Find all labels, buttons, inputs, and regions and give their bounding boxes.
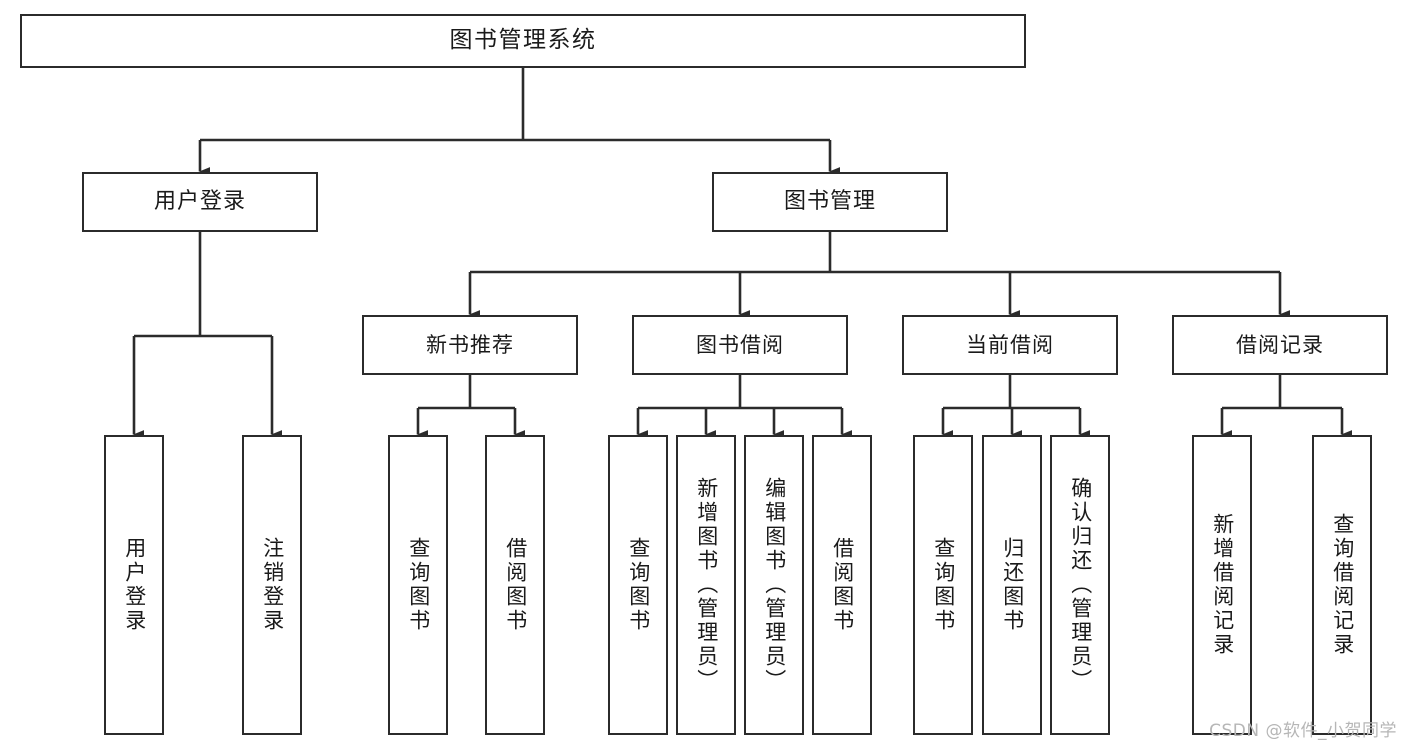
node-label: 新书推荐 (426, 332, 514, 357)
node-label: 查询借阅记录 (1330, 513, 1355, 657)
node-label: 注销登录 (260, 537, 285, 633)
node-label: 借阅图书 (830, 537, 855, 633)
watermark-label: CSDN @软件_小贺同学 (1209, 721, 1397, 741)
node-leaf-query-rec[interactable]: 查询借阅记录 (1312, 435, 1372, 735)
node-leaf-confirm[interactable]: 确认归还（管理员） (1050, 435, 1110, 735)
node-label: 查询图书 (406, 537, 431, 633)
node-label: 借阅图书 (503, 537, 528, 633)
node-leaf-add-book[interactable]: 新增图书（管理员） (676, 435, 736, 735)
node-borrow-record[interactable]: 借阅记录 (1172, 315, 1388, 375)
node-leaf-return[interactable]: 归还图书 (982, 435, 1042, 735)
node-label: 用户登录 (122, 537, 147, 633)
node-leaf-query-1[interactable]: 查询图书 (388, 435, 448, 735)
node-leaf-logout[interactable]: 注销登录 (242, 435, 302, 735)
node-leaf-edit-book[interactable]: 编辑图书（管理员） (744, 435, 804, 735)
node-label: 当前借阅 (966, 332, 1054, 357)
node-leaf-query-3[interactable]: 查询图书 (913, 435, 973, 735)
node-label: 新增借阅记录 (1210, 513, 1235, 657)
node-leaf-user-login[interactable]: 用户登录 (104, 435, 164, 735)
node-current-borrow[interactable]: 当前借阅 (902, 315, 1118, 375)
node-user-login[interactable]: 用户登录 (82, 172, 318, 232)
node-book-borrow[interactable]: 图书借阅 (632, 315, 848, 375)
node-label: 查询图书 (626, 537, 651, 633)
node-label: 用户登录 (153, 189, 246, 215)
node-new-book-rec[interactable]: 新书推荐 (362, 315, 578, 375)
node-root[interactable]: 图书管理系统 (20, 14, 1026, 68)
node-label: 编辑图书（管理员） (762, 477, 787, 693)
node-label: 图书借阅 (696, 332, 784, 357)
node-label: 新增图书（管理员） (694, 477, 719, 693)
node-label: 借阅记录 (1236, 332, 1324, 357)
node-label: 查询图书 (931, 537, 956, 633)
node-label: 图书管理 (783, 189, 876, 215)
node-label: 归还图书 (1000, 537, 1025, 633)
node-label: 确认归还（管理员） (1068, 477, 1093, 693)
node-book-manage[interactable]: 图书管理 (712, 172, 948, 232)
node-leaf-add-rec[interactable]: 新增借阅记录 (1192, 435, 1252, 735)
node-leaf-borrow-2[interactable]: 借阅图书 (812, 435, 872, 735)
node-leaf-borrow-1[interactable]: 借阅图书 (485, 435, 545, 735)
node-leaf-query-2[interactable]: 查询图书 (608, 435, 668, 735)
node-label: 图书管理系统 (449, 27, 597, 54)
